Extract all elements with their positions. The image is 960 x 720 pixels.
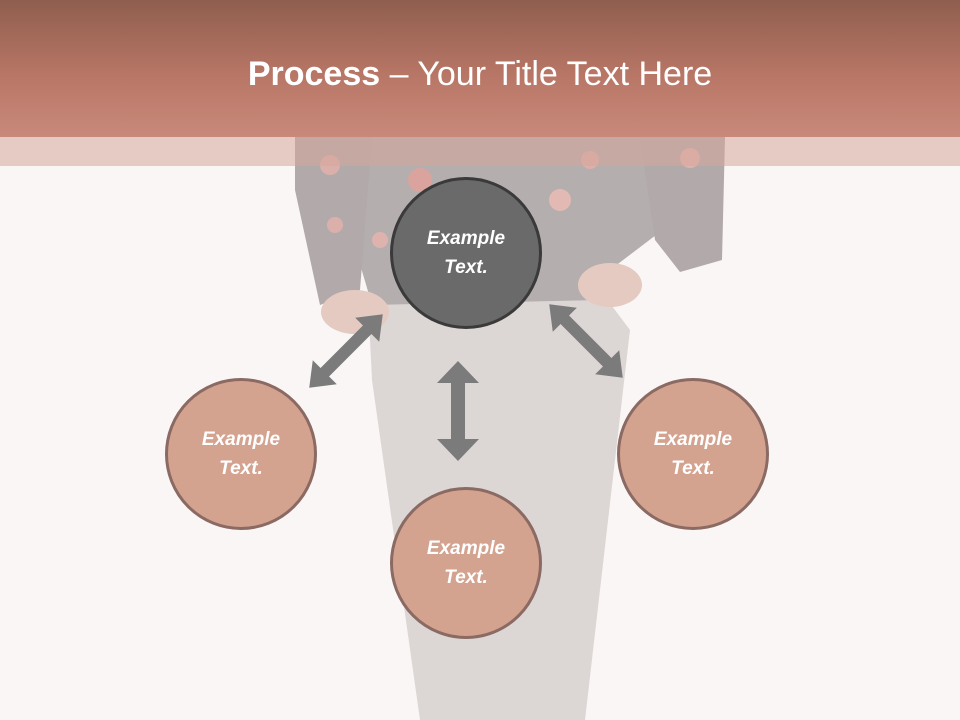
right-node-label: Example Text. [653,429,733,479]
slide-title-bold: Process [247,55,381,93]
slide-title: Process – Your Title Text Here [0,52,960,96]
left-node: Example Text. [165,378,317,530]
slide-title-rest: – Your Title Text Here [380,55,713,93]
center-node-label: Example Text. [426,228,506,278]
double-arrow-vertical [437,361,479,461]
bottom-node: Example Text. [390,487,542,639]
double-arrow-upper-left [309,314,383,388]
double-arrow-upper-right [549,304,623,378]
bottom-node-label: Example Text. [426,538,506,588]
center-node: Example Text. [390,177,542,329]
title-band [0,137,960,166]
title-bar [0,0,960,137]
left-node-label: Example Text. [201,429,281,479]
right-node: Example Text. [617,378,769,530]
